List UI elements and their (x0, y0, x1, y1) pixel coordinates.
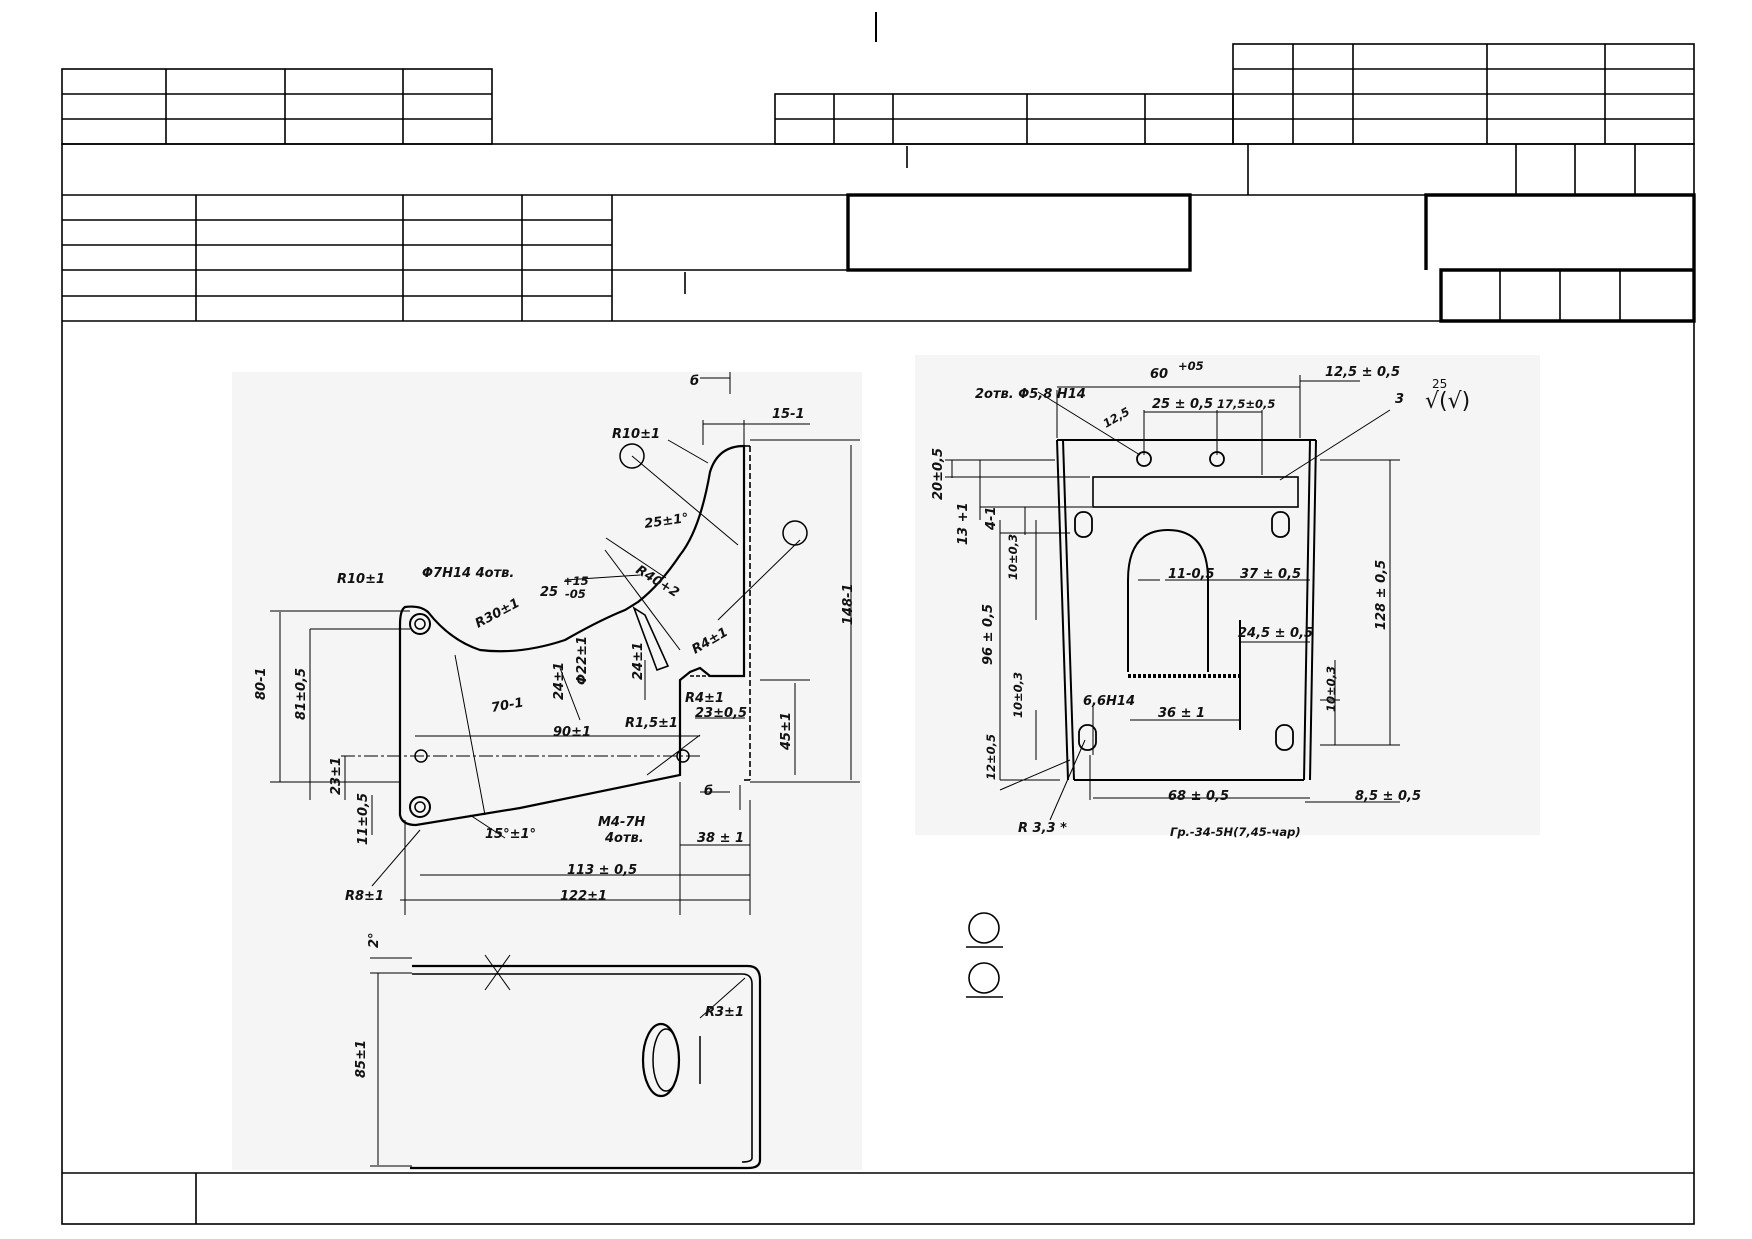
label-r10-left: R10±1 (337, 572, 385, 587)
label-d81: 81±0,5 (294, 668, 309, 720)
balloon-1 (619, 443, 645, 469)
label-d45: 45±1 (779, 712, 794, 751)
label-d24b: 24±1 (631, 642, 646, 680)
roughness-value: 25 (1432, 377, 1447, 391)
label-r3: R3±1 (705, 1005, 744, 1020)
label-d11: 11±0,5 (356, 793, 371, 845)
label-r15: R1,5±1 (625, 716, 678, 731)
label-d15: 15-1 (772, 407, 805, 422)
label-d25-tol-dn: -05 (565, 587, 586, 601)
label-d20: 20±0,5 (931, 448, 946, 500)
label-d96: 96 ± 0,5 (981, 604, 996, 665)
roughness-symbol: √(√) (1425, 389, 1470, 414)
label-a15: 15°±1° (485, 827, 536, 842)
label-d10b: 10±0,3 (1011, 672, 1025, 718)
label-leader3: 3 (1395, 392, 1404, 407)
label-r4b: R4±1 (685, 691, 724, 706)
hole-top-left (409, 613, 431, 635)
label-d10c: 10±0,3 (1324, 666, 1338, 712)
label-phi7: Φ7H14 4отв. (422, 566, 514, 581)
label-d25: 25 (540, 585, 558, 600)
slot-bottom-right (1275, 724, 1294, 751)
label-d24a: 24±1 (552, 662, 567, 700)
right-drawing: 2отв. Φ5,8 H14 60 +05 12,5 ± 0,5 25 ± 0,… (915, 355, 1540, 839)
title-block (61, 43, 1695, 1225)
label-r8: R8±1 (345, 889, 384, 904)
slot-top-right (1271, 511, 1290, 538)
label-section-b-bottom: б (704, 784, 713, 799)
label-d36: 36 ± 1 (1158, 706, 1205, 721)
slot-top-left (1074, 511, 1093, 538)
label-d80: 80-1 (254, 667, 269, 700)
slot-bottom-left (1078, 724, 1097, 751)
label-d12: 12±0,5 (984, 734, 998, 780)
label-d148: 148-1 (841, 583, 856, 625)
label-m4-holes: 4отв. (604, 831, 644, 846)
hole-bottom-left (409, 796, 431, 818)
label-d70: 70-1 (490, 696, 525, 716)
label-holes2: 2отв. Φ5,8 H14 (975, 387, 1086, 402)
balloon-legend (966, 912, 1003, 998)
label-d113: 113 ± 0,5 (567, 863, 637, 878)
label-d90: 90±1 (553, 725, 591, 740)
label-d125: 12,5 ± 0,5 (1325, 365, 1400, 380)
label-d10a: 10±0,3 (1006, 534, 1020, 580)
label-d13: 13 +1 (956, 502, 971, 545)
label-d60-tol: +05 (1178, 359, 1204, 373)
label-d23: 23±0,5 (695, 706, 747, 721)
label-d60: 60 (1150, 367, 1168, 382)
label-d245: 24,5 ± 0,5 (1238, 626, 1313, 641)
label-d175: 17,5±0,5 (1217, 397, 1275, 411)
label-r33: R 3,3 * (1018, 821, 1067, 836)
balloon-2 (782, 520, 808, 546)
label-d128: 128 ± 0,5 (1374, 560, 1389, 630)
label-a25: 25±1° (643, 511, 689, 532)
title-block-heavy-boxes (846, 193, 1696, 323)
label-d25-tol-up: +15 (563, 574, 589, 588)
label-d11: 11-0,5 (1168, 567, 1215, 582)
label-d68: 68 ± 0,5 (1168, 789, 1229, 804)
label-d23b: 23±1 (329, 757, 344, 795)
label-d85: 85±1 (354, 1040, 369, 1078)
label-d37: 37 ± 0,5 (1240, 567, 1301, 582)
label-d4: 4-1 (984, 507, 999, 532)
label-m4: M4-7H (598, 815, 645, 830)
label-section-b-top: б (690, 374, 699, 389)
label-d85: 8,5 ± 0,5 (1355, 789, 1421, 804)
label-d25: 25 ± 0,5 (1152, 397, 1213, 412)
label-cut-note: Гр.-34-5Н(7,45-чар) (1170, 825, 1301, 839)
label-phi22: Φ22±1 (575, 636, 590, 685)
label-d66: 6,6H14 (1083, 694, 1135, 709)
left-drawing: б 15-1 R10±1 25±1° R40+2 Φ7H14 4отв. R10… (232, 372, 862, 1170)
label-a2: 2° (367, 932, 382, 948)
label-d38: 38 ± 1 (697, 831, 744, 846)
label-d122: 122±1 (560, 889, 607, 904)
label-r10-top: R10±1 (612, 427, 660, 442)
